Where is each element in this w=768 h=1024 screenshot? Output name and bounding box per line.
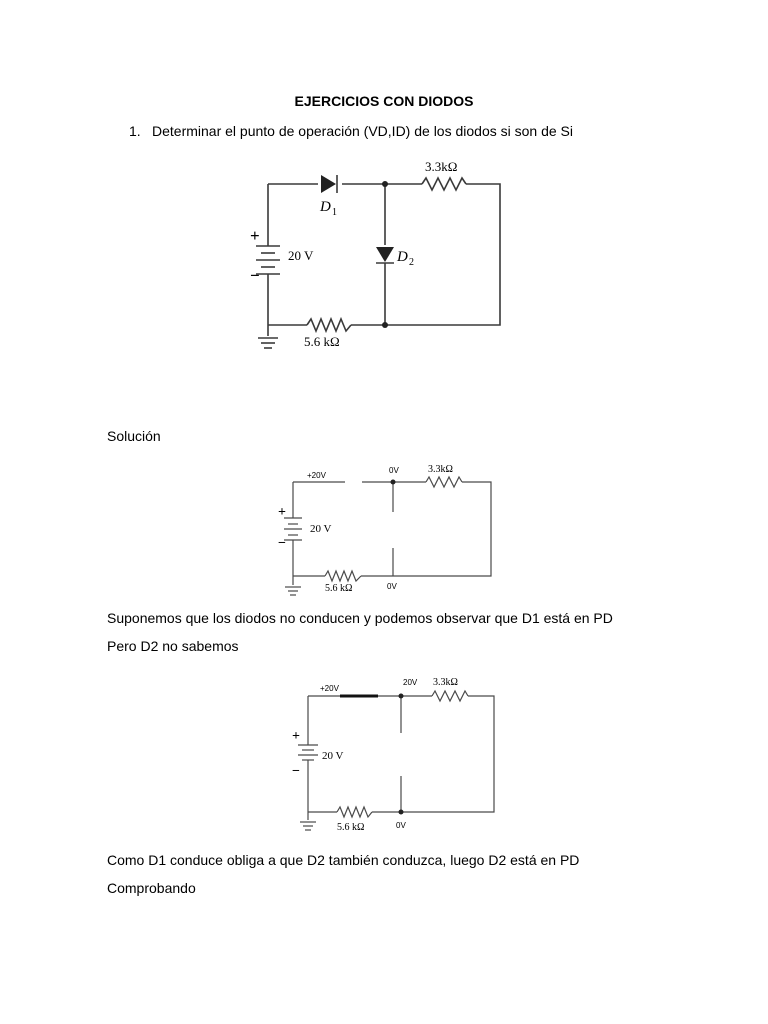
resistor-5.6k-label-2: 5.6 kΩ — [325, 583, 352, 594]
ground-symbol-2 — [285, 586, 301, 596]
resistor-3.3k-symbol-2 — [425, 475, 463, 489]
battery-symbol-1 — [256, 245, 280, 275]
resistor-5.6k-symbol-3 — [336, 805, 373, 819]
node-plus20v-label-2: +20V — [307, 471, 327, 480]
battery-symbol-2 — [284, 517, 302, 541]
page-title: EJERCICIOS CON DIODOS — [294, 93, 474, 109]
source-voltage-label-2: 20 V — [310, 523, 332, 535]
resistor-3.3k-symbol-3 — [431, 689, 469, 703]
node-bottom-voltage-label-2: 0V — [387, 582, 397, 591]
battery-plus-sign-2: + — [278, 505, 286, 520]
battery-plus-sign: + — [250, 226, 260, 245]
resistor-3.3k-label: 3.3kΩ — [425, 159, 457, 174]
resistor-5.6k-label-3: 5.6 kΩ — [337, 822, 364, 833]
source-voltage-label: 20 V — [288, 248, 314, 263]
exercise-number: 1. — [129, 123, 141, 139]
diode-d2-label: D — [396, 249, 408, 265]
ground-symbol-1 — [258, 337, 278, 349]
diode-d1-subscript: 1 — [332, 207, 337, 218]
paragraph-suponemos: Suponemos que los diodos no conducen y p… — [107, 610, 613, 626]
resistor-3.3k-symbol — [421, 176, 467, 192]
ground-symbol-3 — [300, 821, 316, 831]
resistor-3.3k-label-2: 3.3kΩ — [428, 464, 453, 475]
node-plus20v-label-3: +20V — [320, 684, 340, 693]
diode-d1-label: D — [319, 199, 331, 215]
diode-d2-subscript: 2 — [409, 257, 414, 268]
battery-minus-sign-2: − — [278, 536, 286, 551]
battery-plus-sign-3: + — [292, 729, 300, 744]
paragraph-como-d1: Como D1 conduce obliga a que D2 también … — [107, 852, 580, 868]
diode-d2-symbol — [376, 247, 394, 264]
solucion-heading: Solución — [107, 428, 161, 444]
battery-minus-sign: − — [250, 266, 260, 285]
diode-d1-symbol — [321, 175, 338, 193]
node-top-voltage-label-3: 20V — [403, 678, 418, 687]
source-voltage-label-3: 20 V — [322, 750, 344, 762]
paragraph-pero-d2: Pero D2 no sabemos — [107, 638, 239, 654]
battery-symbol-3 — [298, 744, 318, 761]
battery-minus-sign-3: − — [292, 764, 300, 779]
exercise-statement: Determinar el punto de operación (VD,ID)… — [152, 123, 573, 139]
resistor-5.6k-symbol — [306, 316, 352, 334]
paragraph-comprobando: Comprobando — [107, 880, 196, 896]
resistor-3.3k-label-3: 3.3kΩ — [433, 677, 458, 688]
node-top-voltage-label-2: 0V — [389, 466, 399, 475]
resistor-5.6k-symbol-2 — [324, 569, 362, 583]
node-bottom-voltage-label-3: 0V — [396, 821, 406, 830]
resistor-5.6k-label: 5.6 kΩ — [304, 334, 340, 349]
